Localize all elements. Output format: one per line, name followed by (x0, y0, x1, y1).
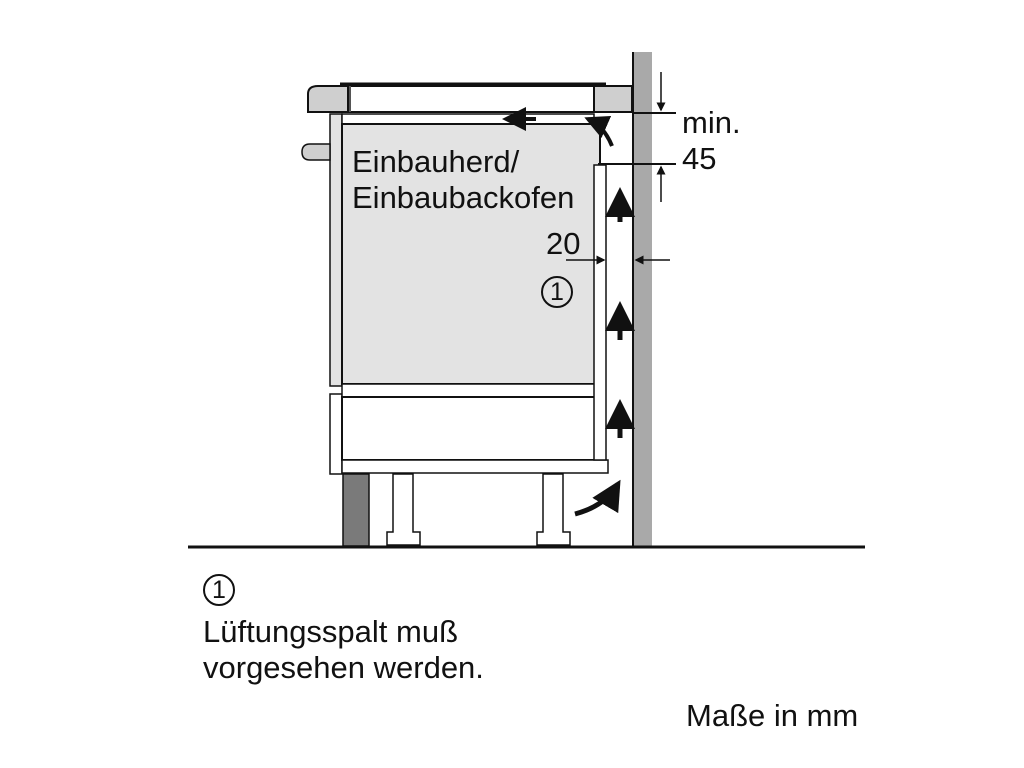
gap-dimension-label: 20 (546, 226, 581, 261)
dimension-min-45 (598, 72, 676, 202)
appliance-label-line1: Einbauherd/ (352, 144, 520, 179)
legend-line2: vorgesehen werden. (203, 650, 484, 685)
wall (632, 52, 652, 546)
units-note: Maße in mm (686, 698, 859, 733)
worktop (307, 82, 633, 113)
legend-marker: 1 (203, 574, 235, 606)
appliance-label-line2: Einbaubackofen (352, 180, 575, 215)
oven-body (341, 113, 609, 474)
plinth-and-feet (342, 473, 571, 547)
legend-line1: Lüftungsspalt muß (203, 614, 459, 649)
airflow-arrows (502, 107, 635, 517)
top-dimension-label-line1: min. (682, 105, 741, 140)
callout-marker: 1 (541, 276, 573, 308)
top-dimension-label-line2: 45 (682, 141, 717, 176)
cabinet-front (301, 113, 343, 475)
